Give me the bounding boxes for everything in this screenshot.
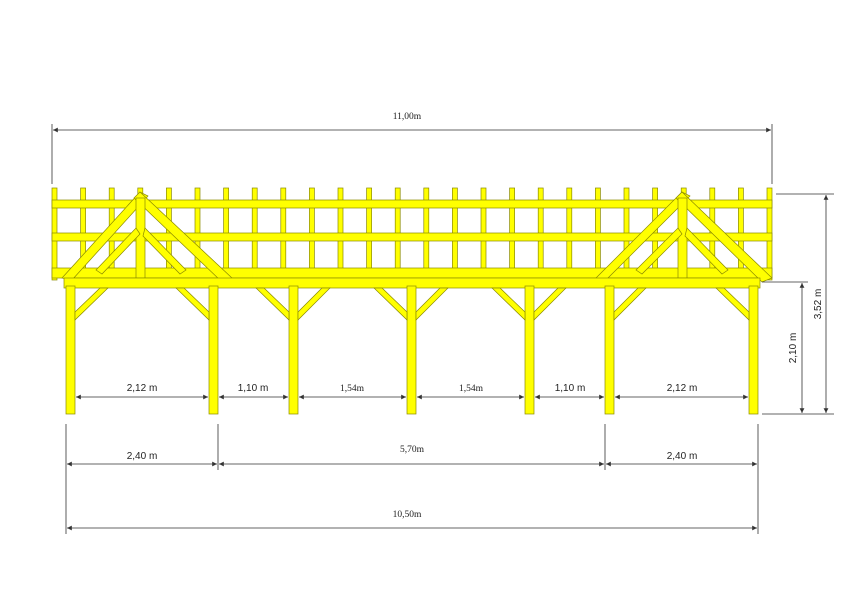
brace-4-left xyxy=(373,287,408,321)
purlin-top xyxy=(51,199,773,209)
brace-1-right xyxy=(74,287,109,321)
dimension-annotations: 11,00m 2,12 m 1,10 m 1,54m 1,54m 1,10 m … xyxy=(51,112,834,534)
gable-right-brace-left xyxy=(635,227,683,275)
dim-label-overall-top: 11,00m xyxy=(393,112,422,122)
dim-label-span-2: 1,10 m xyxy=(238,383,269,394)
dim-label-span-3: 1,54m xyxy=(340,384,365,394)
post-5 xyxy=(524,285,535,415)
dim-label-span-6: 2,12 m xyxy=(667,383,698,394)
brace-3-right xyxy=(297,287,331,321)
gable-left-kingpost xyxy=(135,197,146,279)
dim-label-overall-bottom: 10,50m xyxy=(393,510,422,520)
brace-3-left xyxy=(255,287,290,321)
brace-5-right xyxy=(533,287,567,321)
post-6 xyxy=(604,285,615,415)
gable-right xyxy=(593,191,773,283)
post-4 xyxy=(406,285,417,415)
dim-label-span-5: 1,10 m xyxy=(555,383,586,394)
purlin-bottom xyxy=(51,267,773,279)
brace-7-left xyxy=(715,287,750,321)
knee-braces xyxy=(74,287,750,321)
roof-purlins xyxy=(51,199,773,279)
dim-label-bay-middle: 5,70m xyxy=(400,445,425,455)
brace-2-left xyxy=(175,287,210,321)
dim-label-total-height: 3,52 m xyxy=(813,289,824,320)
dim-label-post-height: 2,10 m xyxy=(788,333,799,364)
gable-left xyxy=(61,191,233,283)
gable-left-brace-left xyxy=(95,227,141,275)
post-1 xyxy=(65,285,76,415)
gable-right-kingpost xyxy=(677,197,688,279)
dim-label-span-1: 2,12 m xyxy=(127,383,158,394)
pergola-structure xyxy=(51,187,773,415)
brace-6-right xyxy=(613,287,647,321)
gable-right-brace-right xyxy=(684,227,729,275)
posts xyxy=(65,285,759,415)
post-2 xyxy=(208,285,219,415)
post-7 xyxy=(748,285,759,415)
dim-label-span-4: 1,54m xyxy=(459,384,484,394)
dim-label-bay-left: 2,40 m xyxy=(127,451,158,462)
post-3 xyxy=(288,285,299,415)
dim-label-bay-right: 2,40 m xyxy=(667,451,698,462)
brace-4-right xyxy=(415,287,449,321)
gable-left-brace-right xyxy=(142,227,187,275)
purlin-middle xyxy=(51,232,773,242)
brace-5-left xyxy=(491,287,526,321)
